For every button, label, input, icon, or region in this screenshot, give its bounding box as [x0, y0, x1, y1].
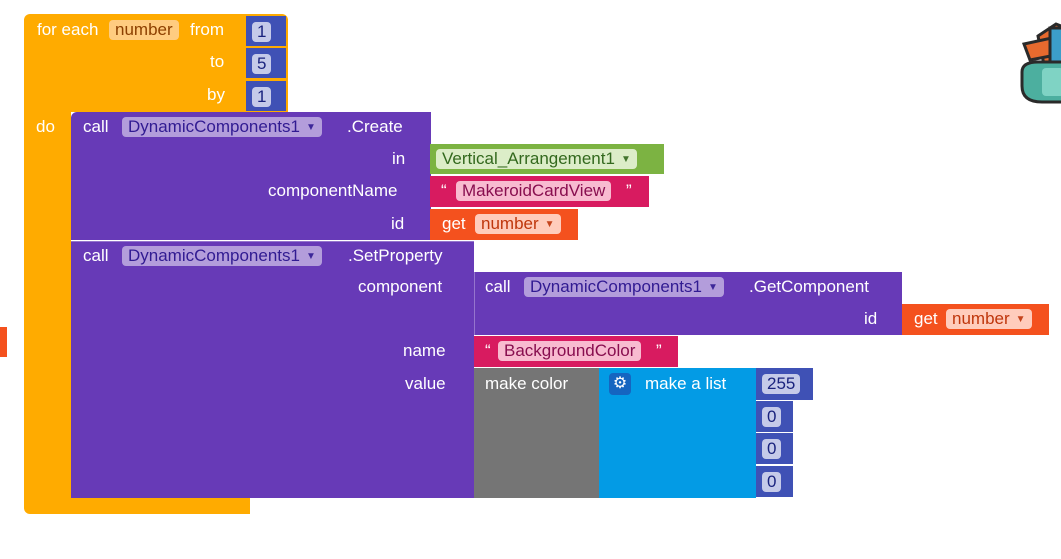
chevron-down-icon: ▼	[305, 122, 316, 133]
loop-variable-field[interactable]: number	[109, 20, 179, 40]
to-number-field[interactable]: 5	[252, 54, 272, 74]
by-number-field[interactable]: 1	[252, 87, 272, 107]
chevron-down-icon: ▼	[707, 282, 718, 293]
component-name-label: componentName	[268, 181, 398, 200]
get-label-2: get	[914, 309, 938, 328]
create-id-label: id	[391, 214, 405, 233]
list-item-2-block[interactable]: 0	[756, 401, 793, 432]
property-name-field[interactable]: BackgroundColor	[498, 341, 642, 361]
vertical-arrangement-block[interactable]: Vertical_Arrangement1▼	[430, 144, 664, 174]
to-label: to	[210, 52, 225, 71]
get-component-method-label: .GetComponent	[749, 277, 870, 296]
list-item-4-field[interactable]: 0	[762, 472, 782, 492]
quote-close-2: ”	[656, 341, 662, 360]
by-label: by	[207, 85, 225, 104]
set-method-label: .SetProperty	[348, 246, 443, 265]
chevron-down-icon: ▼	[620, 154, 631, 165]
list-item-4-block[interactable]: 0	[756, 466, 793, 497]
from-number-field[interactable]: 1	[252, 22, 272, 42]
in-label: in	[392, 149, 406, 168]
chevron-down-icon: ▼	[305, 251, 316, 262]
chevron-down-icon: ▼	[1015, 314, 1026, 325]
from-number-block[interactable]: 1	[246, 16, 286, 46]
vertical-arrangement-dropdown[interactable]: Vertical_Arrangement1▼	[436, 149, 637, 169]
component-name-field[interactable]: MakeroidCardView	[456, 181, 612, 201]
make-list-label: make a list	[645, 374, 727, 393]
trash-can-icon[interactable]	[1018, 14, 1061, 104]
set-component-dropdown[interactable]: DynamicComponents1▼	[122, 246, 322, 266]
list-item-2-field[interactable]: 0	[762, 407, 782, 427]
get-number-block-2[interactable]: get number▼	[902, 304, 1049, 335]
create-call-label: call	[83, 117, 109, 136]
gear-icon[interactable]: ⚙	[609, 373, 631, 395]
get-component-id-label: id	[864, 309, 878, 328]
quote-open-2: “	[485, 341, 491, 360]
list-item-3-field[interactable]: 0	[762, 439, 782, 459]
list-item-1-block[interactable]: 255	[756, 368, 813, 400]
for-each-left-bar	[24, 112, 71, 500]
get-variable-dropdown-2[interactable]: number▼	[946, 309, 1032, 329]
create-method-label: .Create	[347, 117, 403, 136]
component-label: component	[358, 277, 443, 296]
get-component-dropdown[interactable]: DynamicComponents1▼	[524, 277, 724, 297]
quote-open: “	[441, 181, 447, 200]
get-component-call-label: call	[485, 277, 511, 296]
do-label: do	[36, 117, 55, 136]
get-label: get	[442, 214, 466, 233]
quote-close: ”	[626, 181, 632, 200]
get-variable-dropdown[interactable]: number▼	[475, 214, 561, 234]
value-label: value	[405, 374, 446, 393]
property-name-text-block[interactable]: “ BackgroundColor ”	[474, 336, 678, 367]
list-item-3-block[interactable]: 0	[756, 433, 793, 464]
for-each-label: for each	[37, 20, 99, 39]
make-color-label: make color	[485, 374, 569, 393]
create-component-dropdown[interactable]: DynamicComponents1▼	[122, 117, 322, 137]
set-property-block[interactable]	[71, 241, 474, 498]
chevron-down-icon: ▼	[544, 219, 555, 230]
get-number-block[interactable]: get number▼	[430, 209, 578, 240]
set-call-label: call	[83, 246, 109, 265]
offscreen-block-edge[interactable]	[0, 327, 7, 357]
component-name-text-block[interactable]: “ MakeroidCardView ”	[430, 176, 649, 207]
make-color-block[interactable]	[474, 368, 599, 498]
from-label: from	[190, 20, 224, 39]
name-label: name	[403, 341, 446, 360]
to-number-block[interactable]: 5	[246, 48, 286, 78]
list-item-1-field[interactable]: 255	[762, 374, 801, 394]
by-number-block[interactable]: 1	[246, 81, 286, 111]
for-each-bottom	[24, 498, 250, 514]
